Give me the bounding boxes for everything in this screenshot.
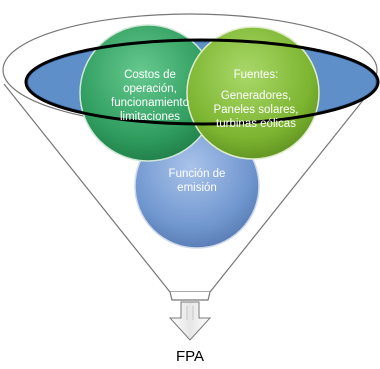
- fuentes-label-line-3: Generadores,: [221, 90, 291, 102]
- costos-label-line-4: limitaciones: [120, 111, 180, 123]
- down-arrow-icon: [168, 301, 212, 341]
- costos-label-line-3: funcionamiento: [111, 97, 189, 109]
- funcion-label: Función de emisión: [169, 168, 226, 194]
- funnel-spout: [169, 291, 211, 301]
- output-label: FPA: [176, 348, 204, 365]
- fuentes-label-line-5: turbinas eólicas: [216, 118, 296, 130]
- fuentes-label-line-4: Paneles solares,: [213, 104, 298, 116]
- costos-label-line-1: Costos de: [124, 69, 176, 81]
- circle-fuentes: [186, 26, 320, 160]
- costos-label: Costos de operación, funcionamiento limi…: [111, 69, 189, 123]
- funnel-inner-rim: [24, 38, 380, 126]
- funcion-label-line-2: emisión: [177, 182, 217, 194]
- fuentes-label: Fuentes: Generadores, Paneles solares, t…: [213, 69, 298, 130]
- fuentes-label-line-1: Fuentes:: [234, 69, 279, 81]
- costos-label-line-2: operación,: [123, 83, 177, 95]
- funcion-label-line-1: Función de: [169, 168, 226, 180]
